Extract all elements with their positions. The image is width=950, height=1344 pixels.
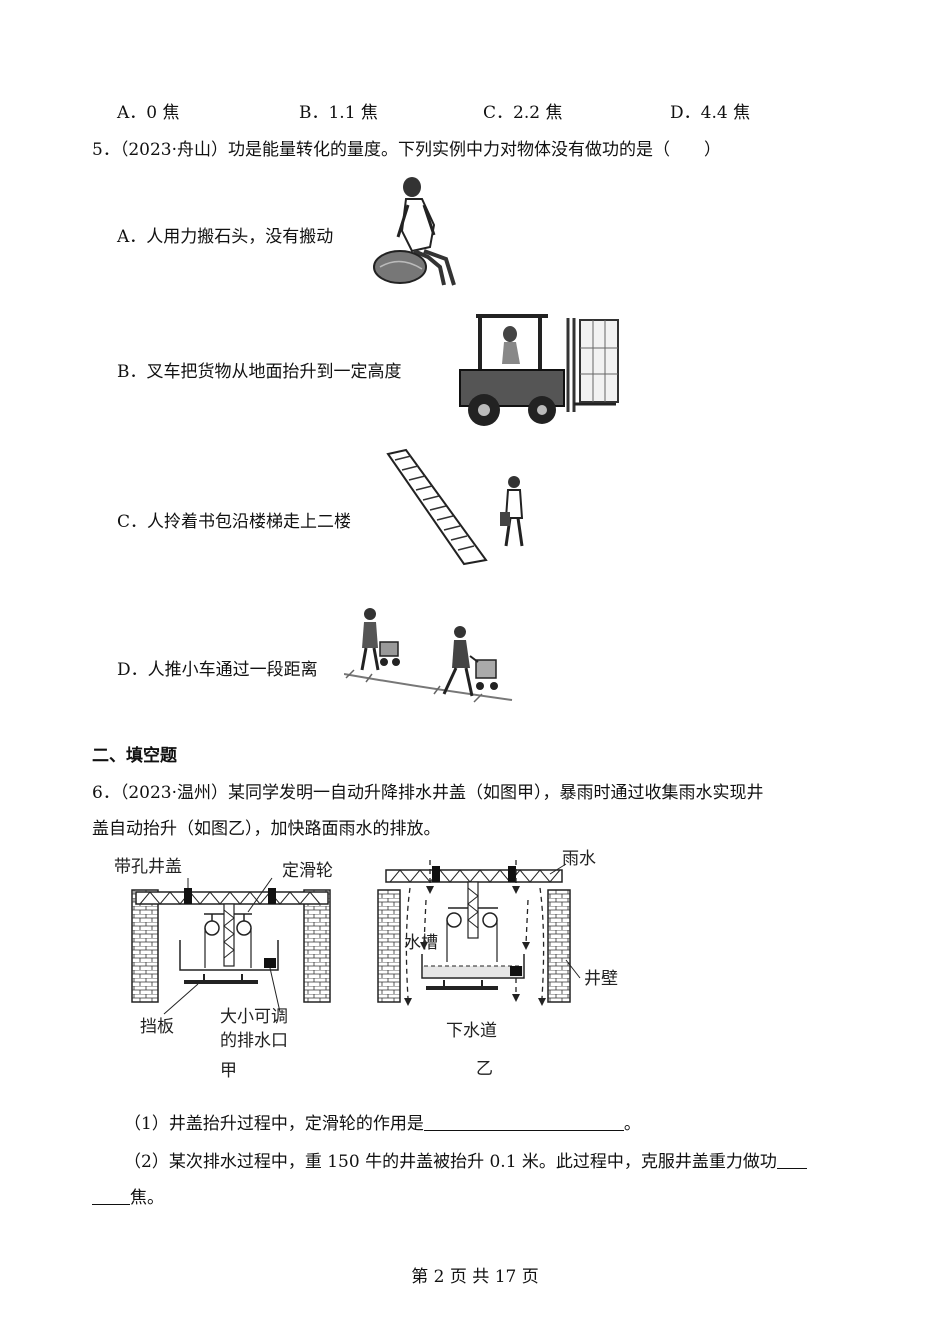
label-wall: 井壁 [584,969,618,989]
figure-jia-diagram: 带孔井盖 定滑轮 挡板 大小可调 的排水口 甲 [114,857,333,1081]
answer-blank-1[interactable] [423,1114,624,1131]
person-pushing-cart-image [344,608,513,703]
label-baffle: 挡板 [140,1017,174,1037]
q6-sub2-line1: （2）某次排水过程中，重 150 牛的井盖被抬升 0.1 米。此过程中，克服井盖… [124,1151,807,1173]
label-sewer: 下水道 [446,1021,497,1041]
q4-option-b: B．1.1 焦 [299,103,378,123]
page-footer: 第 2 页 共 17 页 [411,1267,539,1287]
label-pulley: 定滑轮 [282,861,333,881]
answer-blank-2a[interactable] [776,1152,807,1169]
label-outlet-2: 的排水口 [220,1031,288,1051]
q4-option-d: D．4.4 焦 [670,103,751,123]
q5-option-a: A．人用力搬石头，没有搬动 [117,227,334,247]
caption-yi: 乙 [476,1059,493,1079]
q5-option-c: C．人拎着书包沿楼梯走上二楼 [117,512,352,532]
q6-stem-line1: 6．（2023·温州）某同学发明一自动升降排水井盖（如图甲），暴雨时通过收集雨水… [92,783,764,803]
caption-jia: 甲 [220,1061,237,1081]
label-outlet-1: 大小可调 [220,1007,288,1027]
q4-option-c: C．2.2 焦 [483,103,563,123]
q6-sub1-end: 。 [623,1114,641,1134]
label-cover: 带孔井盖 [114,857,182,877]
q4-option-a: A．0 焦 [117,103,180,123]
q5-option-b: B．叉车把货物从地面抬升到一定高度 [117,362,402,382]
label-tank: 水槽 [404,933,438,953]
figure-yi-diagram: 雨水 水槽 井壁 下水道 乙 [377,849,618,1079]
q6-sub2-line2: 焦。 [92,1187,164,1209]
q5-option-d: D．人推小车通过一段距离 [117,660,318,680]
q6-sub2-text: （2）某次排水过程中，重 150 牛的井盖被抬升 0.1 米。此过程中，克服井盖… [124,1152,777,1172]
label-rain: 雨水 [562,849,596,869]
stairs-person-image [386,448,524,566]
section-title: 二、填空题 [92,746,177,766]
q6-sub1: （1）井盖抬升过程中，定滑轮的作用是 。 [124,1113,641,1135]
q5-stem: 5．（2023·舟山）功是能量转化的量度。下列实例中力对物体没有做功的是（ ） [92,140,721,160]
answer-blank-2b[interactable] [92,1188,130,1205]
q6-stem-line2: 盖自动抬升（如图乙），加快路面雨水的排放。 [92,819,441,839]
person-lifting-stone-image [373,177,456,286]
q6-sub1-text: （1）井盖抬升过程中，定滑轮的作用是 [124,1114,424,1134]
forklift-image [459,314,619,426]
q6-sub2-end: 焦。 [130,1188,164,1208]
